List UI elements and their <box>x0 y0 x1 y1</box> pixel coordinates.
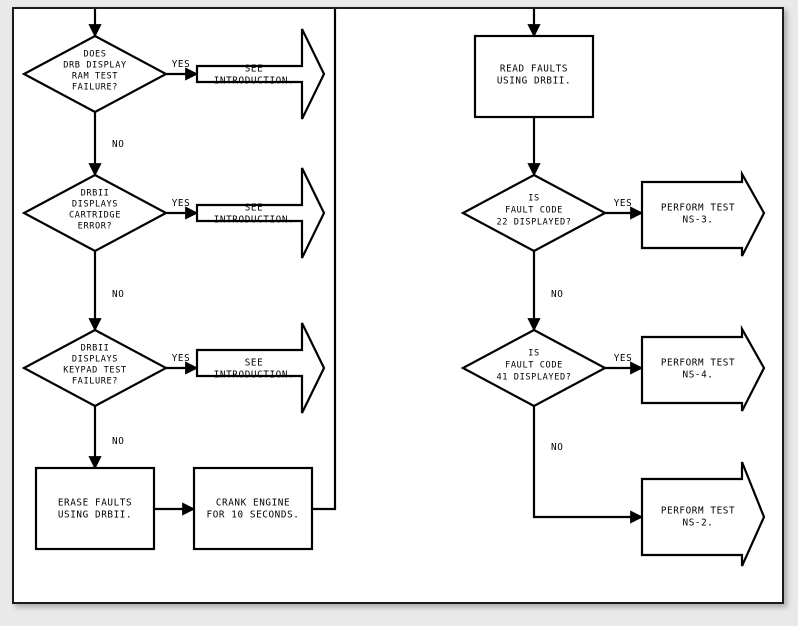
node-d4-line-1: FAULT CODE <box>505 206 563 216</box>
node-d2: DRBII DISPLAYS CARTRIDGE ERROR? <box>21 173 169 253</box>
node-d3-line-1: DISPLAYS <box>72 355 118 365</box>
node-a6-line-0: PERFORM TEST <box>661 506 735 517</box>
node-p1: ERASE FAULTS USING DRBII. <box>34 466 156 551</box>
node-d3-line-0: DRBII <box>81 344 110 354</box>
node-a5: PERFORM TEST NS-4. <box>640 324 766 412</box>
node-a4-line-0: PERFORM TEST <box>661 203 735 214</box>
edge-label-d2-yes: YES <box>172 198 191 209</box>
node-a3-line-0: SEE <box>245 358 264 369</box>
edge-label-d1-yes: YES <box>172 59 191 70</box>
node-a3-line-1: INTRODUCTION. <box>214 370 295 381</box>
node-d5-line-1: FAULT CODE <box>505 361 563 371</box>
node-d3: DRBII DISPLAYS KEYPAD TEST FAILURE? <box>21 328 169 408</box>
node-d2-line-2: CARTRIDGE <box>69 211 121 221</box>
arrow-callout-shape <box>640 324 766 412</box>
node-p1-line-0: ERASE FAULTS <box>58 498 132 509</box>
flowchart-canvas: DOES DRB DISPLAY RAM TEST FAILURE? YES S… <box>21 9 766 567</box>
node-a1-line-0: SEE <box>245 64 264 75</box>
node-a6-line-1: NS-2. <box>683 518 714 529</box>
node-d5-line-0: IS <box>528 349 540 359</box>
node-d2-line-3: ERROR? <box>78 222 113 232</box>
node-p3: READ FAULTS USING DRBII. <box>473 34 595 119</box>
node-a5-line-1: NS-4. <box>683 370 714 381</box>
arrow-callout-shape <box>640 169 766 257</box>
node-a2-line-1: INTRODUCTION. <box>214 215 295 226</box>
node-d4-line-0: IS <box>528 194 540 204</box>
process-shape <box>192 466 314 551</box>
node-p1-line-1: USING DRBII. <box>58 510 132 521</box>
node-a5-line-0: PERFORM TEST <box>661 358 735 369</box>
diagram-sheet: DOES DRB DISPLAY RAM TEST FAILURE? YES S… <box>12 7 784 604</box>
node-a2-line-0: SEE <box>245 203 264 214</box>
node-a2: SEE INTRODUCTION. <box>195 167 326 259</box>
edge-label-d1-no: NO <box>112 139 124 150</box>
node-d4: IS FAULT CODE 22 DISPLAYED? <box>460 173 608 253</box>
node-a1: SEE INTRODUCTION. <box>195 28 326 120</box>
arrow-callout-shape <box>195 167 326 259</box>
node-p2-line-1: FOR 10 SECONDS. <box>207 510 300 521</box>
edge-label-d3-no: NO <box>112 436 124 447</box>
edge-label-d3-yes: YES <box>172 353 191 364</box>
node-p2-line-0: CRANK ENGINE <box>216 498 290 509</box>
node-p3-line-0: READ FAULTS <box>500 64 568 75</box>
node-a4: PERFORM TEST NS-3. <box>640 169 766 257</box>
node-d4-line-2: 22 DISPLAYED? <box>496 218 571 228</box>
node-p2: CRANK ENGINE FOR 10 SECONDS. <box>192 466 314 551</box>
node-d1: DOES DRB DISPLAY RAM TEST FAILURE? <box>21 34 169 114</box>
node-a1-line-1: INTRODUCTION. <box>214 76 295 87</box>
node-d2-line-0: DRBII <box>81 189 110 199</box>
edge-label-d5-no: NO <box>551 442 563 453</box>
node-a6: PERFORM TEST NS-2. <box>640 461 766 567</box>
arrow-callout-shape <box>195 322 326 414</box>
node-d1-line-2: RAM TEST <box>72 72 118 82</box>
node-d1-line-1: DRB DISPLAY <box>63 61 127 71</box>
edge-label-d2-no: NO <box>112 289 124 300</box>
node-a3: SEE INTRODUCTION. <box>195 322 326 414</box>
node-p3-line-1: USING DRBII. <box>497 76 571 87</box>
node-d3-line-3: FAILURE? <box>72 377 118 387</box>
arrow-callout-shape <box>195 28 326 120</box>
edge-p2-to-offpage-connector <box>312 9 337 511</box>
node-d5-line-2: 41 DISPLAYED? <box>496 373 571 383</box>
node-d5: IS FAULT CODE 41 DISPLAYED? <box>460 328 608 408</box>
arrow-callout-shape <box>640 461 766 567</box>
edge-label-d4-no: NO <box>551 289 563 300</box>
node-a4-line-1: NS-3. <box>683 215 714 226</box>
edge-label-d5-yes: YES <box>614 353 633 364</box>
node-d1-line-3: FAILURE? <box>72 83 118 93</box>
process-shape <box>34 466 156 551</box>
node-d2-line-1: DISPLAYS <box>72 200 118 210</box>
node-d3-line-2: KEYPAD TEST <box>63 366 127 376</box>
edge-d5-no <box>532 406 644 524</box>
node-d1-line-0: DOES <box>83 50 106 60</box>
edge-label-d4-yes: YES <box>614 198 633 209</box>
